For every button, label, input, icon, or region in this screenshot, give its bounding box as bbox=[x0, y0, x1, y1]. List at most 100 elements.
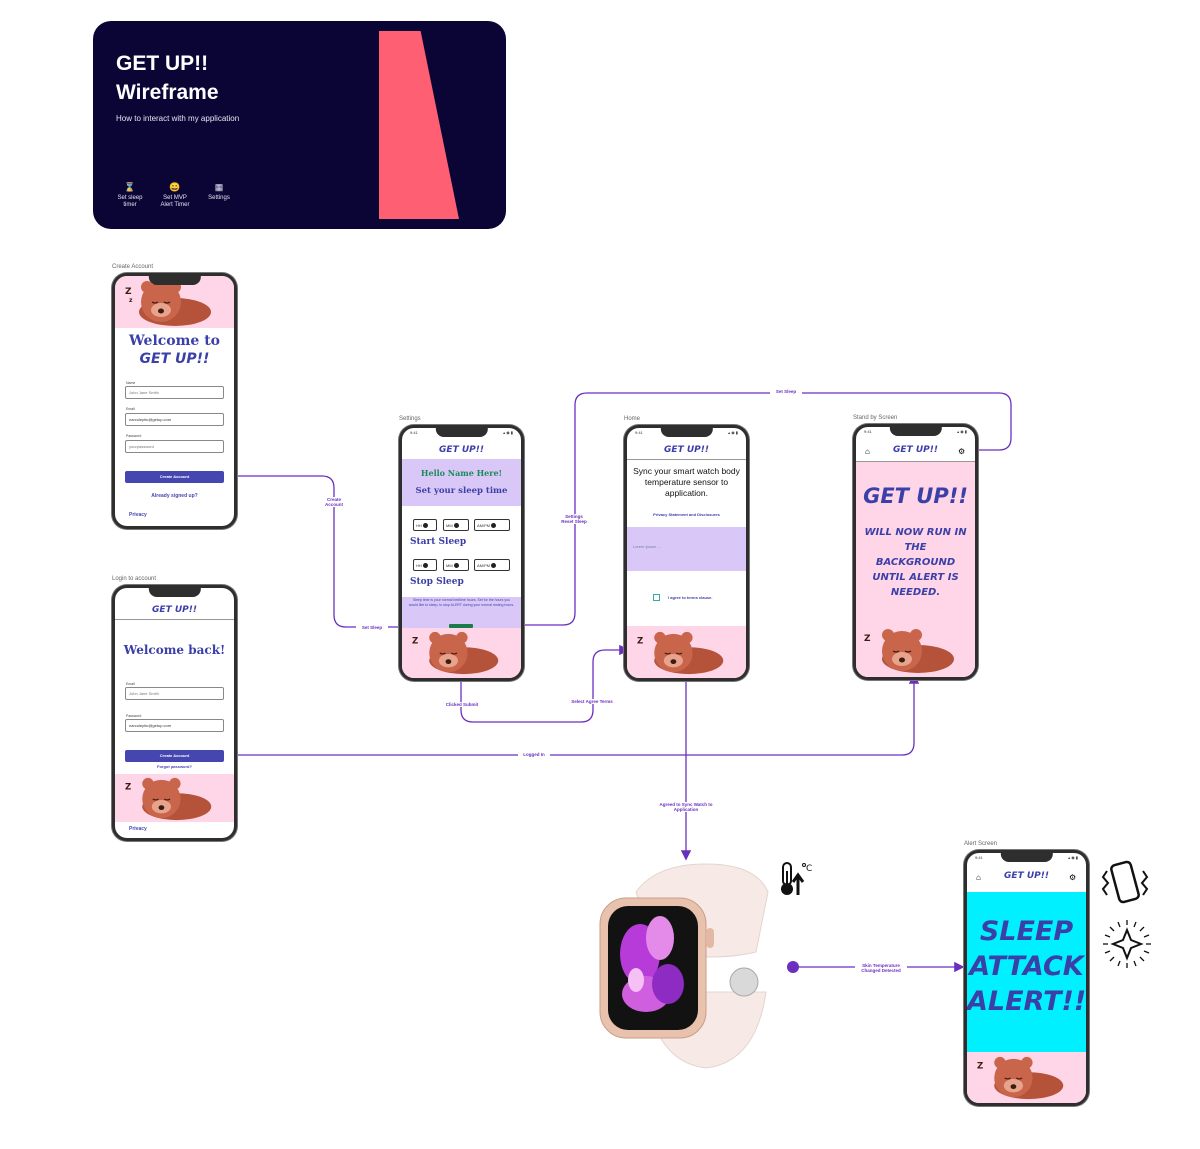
flow-label-skin-temp: Skin Temperature Changed Detected bbox=[855, 963, 907, 973]
stop-minute-select[interactable]: MM bbox=[443, 559, 469, 571]
flow-label-submit: Clicked Submit bbox=[440, 702, 484, 707]
password-label: Password bbox=[126, 714, 142, 718]
agree-label: I agree to terms clause. bbox=[668, 595, 713, 600]
submit-button[interactable] bbox=[449, 624, 473, 628]
settings-gear-icon[interactable]: ⚙ bbox=[1069, 873, 1077, 882]
welcome-heading: Welcome to bbox=[128, 333, 221, 349]
title-line-1: GET UP!! bbox=[116, 52, 209, 75]
start-hour-select[interactable]: HH bbox=[413, 519, 437, 531]
title-line-2: Wireframe bbox=[116, 81, 219, 104]
already-signed-up-link[interactable]: Already signed up? bbox=[151, 493, 198, 499]
thermometer-up-icon: C bbox=[780, 861, 812, 897]
flow-label-reset: Settings Reset Sleep bbox=[560, 514, 588, 524]
caption-login: Login to account bbox=[112, 576, 157, 582]
sleeping-bear-illustration: Z bbox=[125, 777, 212, 821]
status-time: 9:41 bbox=[975, 855, 983, 860]
stop-sleep-heading: Stop Sleep bbox=[410, 577, 464, 587]
phone-create-account: Z z Welcome to GET UP!! Name John Jane S… bbox=[112, 273, 237, 529]
chevron-down-icon bbox=[422, 523, 428, 529]
phone-login: GET UP!! Welcome back! Email John Jane S… bbox=[112, 585, 237, 841]
start-minute-select[interactable]: MM bbox=[443, 519, 469, 531]
name-label: Name bbox=[126, 381, 136, 385]
welcome-back-heading: Welcome back! bbox=[123, 643, 226, 657]
phone-alert: 9:41 ▴ ◉ ▮ ⌂ GET UP!! ⚙ SLEEP ATTACK ALE… bbox=[964, 850, 1089, 1106]
forgot-password-link[interactable]: Forgot password? bbox=[157, 764, 192, 769]
svg-text:Z: Z bbox=[977, 1061, 983, 1071]
svg-text:Z: Z bbox=[125, 287, 132, 297]
sleeping-bear-illustration: Z z bbox=[125, 281, 211, 326]
password-field[interactable]: yourpassword bbox=[125, 440, 224, 453]
title-card-heading: GET UP!! Wireframe bbox=[116, 49, 316, 107]
header-divider bbox=[627, 459, 746, 460]
chevron-down-icon bbox=[491, 523, 497, 529]
sparkle-alert-icon bbox=[1101, 918, 1153, 970]
brand-logo: GET UP!! bbox=[893, 445, 938, 455]
name-field[interactable]: John Jane Smith bbox=[125, 386, 224, 399]
svg-text:Z: Z bbox=[125, 782, 131, 792]
sleeping-bear-illustration: Z bbox=[977, 1056, 1064, 1100]
bear-banner: Z bbox=[967, 1052, 1086, 1103]
status-icons: ▴ ◉ ▮ bbox=[728, 430, 738, 435]
flow-settings-to-home bbox=[460, 628, 630, 723]
sleep-note: Sleep time is your normal bedtime hours.… bbox=[408, 598, 515, 607]
caption-settings: Settings bbox=[399, 416, 421, 422]
status-icons: ▴ ◉ ▮ bbox=[1068, 855, 1078, 860]
flow-label-set-sleep: Set Sleep bbox=[356, 625, 388, 630]
email-field[interactable]: John Jane Smith bbox=[125, 687, 224, 700]
login-button[interactable]: Create Account bbox=[125, 750, 224, 762]
caption-standby: Stand by Screen bbox=[853, 415, 898, 421]
smiley-icon: 😀 bbox=[169, 182, 181, 192]
password-label: Password bbox=[126, 434, 142, 438]
stop-ampm-select[interactable]: AM/PM bbox=[474, 559, 510, 571]
bear-banner: Z bbox=[627, 626, 746, 678]
flow-label-sync: Agreed to Sync Watch to Application bbox=[658, 802, 714, 812]
standby-panel: GET UP!! WILL NOW RUN IN THE BACKGROUND … bbox=[856, 461, 975, 623]
start-ampm-select[interactable]: AM/PM bbox=[474, 519, 510, 531]
header-divider bbox=[115, 619, 234, 620]
standby-brand: GET UP!! bbox=[863, 484, 968, 508]
select-label: AM/PM bbox=[477, 523, 491, 528]
flow-label-create: Create Account bbox=[318, 497, 350, 507]
bear-banner: Z bbox=[856, 623, 975, 677]
create-account-button[interactable]: Create Account bbox=[125, 471, 224, 483]
phone-notch bbox=[660, 428, 713, 437]
standby-message: WILL NOW RUN IN THE BACKGROUND UNTIL ALE… bbox=[864, 527, 967, 598]
brand-logo: GET UP!! bbox=[1004, 871, 1049, 881]
privacy-link[interactable]: Privacy bbox=[129, 512, 147, 518]
sleeping-bear-illustration: Z bbox=[864, 629, 954, 673]
caption-home: Home bbox=[624, 416, 641, 422]
status-time: 9:41 bbox=[410, 430, 418, 435]
flow-label-agree: Select Agree Terms bbox=[566, 699, 618, 704]
password-field[interactable]: narcoleptic@getup.com bbox=[125, 719, 224, 732]
email-label: Email bbox=[126, 682, 135, 686]
status-icons: ▴ ◉ ▮ bbox=[503, 430, 513, 435]
smart-watch-illustration bbox=[599, 863, 769, 1069]
feature-label: Alert Timer bbox=[160, 202, 190, 208]
select-label: MM bbox=[446, 563, 453, 568]
flow-label-set-sleep-top: Set Sleep bbox=[770, 389, 802, 394]
privacy-statement-link[interactable]: Privacy Statement and Disclosures bbox=[653, 512, 720, 517]
feature-label: Set MVP bbox=[163, 195, 187, 201]
title-card-subtitle: How to interact with my application bbox=[116, 114, 240, 123]
title-card: GET UP!! Wireframe How to interact with … bbox=[93, 21, 506, 229]
brand-logo: GET UP!! bbox=[664, 445, 709, 455]
email-field[interactable]: narcoleptic@getup.com bbox=[125, 413, 224, 426]
stop-hour-select[interactable]: HH bbox=[413, 559, 437, 571]
privacy-link[interactable]: Privacy bbox=[129, 826, 147, 832]
sleeping-bear-illustration: Z bbox=[412, 631, 499, 675]
phone-notch bbox=[148, 588, 201, 597]
chevron-down-icon bbox=[453, 523, 459, 529]
settings-gear-icon[interactable]: ⚙ bbox=[958, 447, 966, 456]
phone-home: 9:41 ▴ ◉ ▮ GET UP!! Sync your smart watc… bbox=[624, 425, 749, 681]
select-label: AM/PM bbox=[477, 563, 491, 568]
home-icon[interactable]: ⌂ bbox=[976, 873, 981, 882]
agree-checkbox[interactable] bbox=[653, 594, 660, 601]
phone-notch bbox=[148, 276, 201, 285]
flow-origin-dot bbox=[787, 961, 799, 973]
hourglass-icon: ⌛ bbox=[124, 182, 136, 192]
home-icon[interactable]: ⌂ bbox=[865, 447, 870, 456]
flow-login-to-standby bbox=[224, 673, 920, 756]
grid-icon: ▦ bbox=[214, 182, 224, 192]
status-icons: ▴ ◉ ▮ bbox=[957, 429, 967, 434]
feature-label: Set sleep bbox=[117, 195, 143, 201]
